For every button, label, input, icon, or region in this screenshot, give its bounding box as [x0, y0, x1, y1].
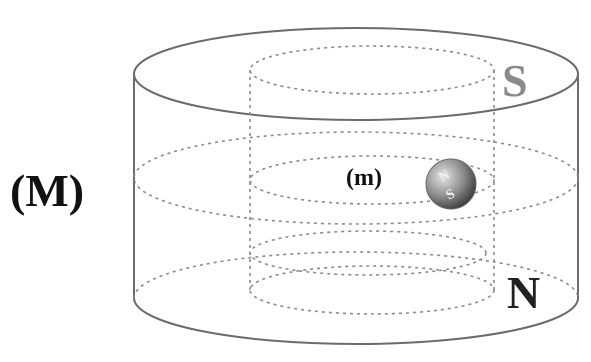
outer-bottom-front-arc [133, 297, 579, 345]
inner-lower-ellipse [249, 230, 487, 276]
inner-magnet-label: (m) [346, 165, 382, 191]
outer-middle-ellipse [133, 131, 579, 225]
small-magnet-ball: N S [425, 158, 477, 210]
ball-body [425, 158, 477, 210]
outer-cylinder [133, 27, 579, 345]
inner-bottom-ellipse [249, 265, 495, 315]
outer-hidden-lines [133, 131, 579, 299]
inner-cylinder [249, 45, 495, 315]
inner-middle-ellipse [249, 155, 495, 205]
top-pole-label: S [502, 55, 528, 106]
bottom-pole-label: N [507, 267, 540, 318]
outer-magnet-label: (M) [10, 165, 84, 216]
outer-bottom-back-arc [133, 251, 579, 299]
inner-top-ellipse [249, 45, 495, 95]
